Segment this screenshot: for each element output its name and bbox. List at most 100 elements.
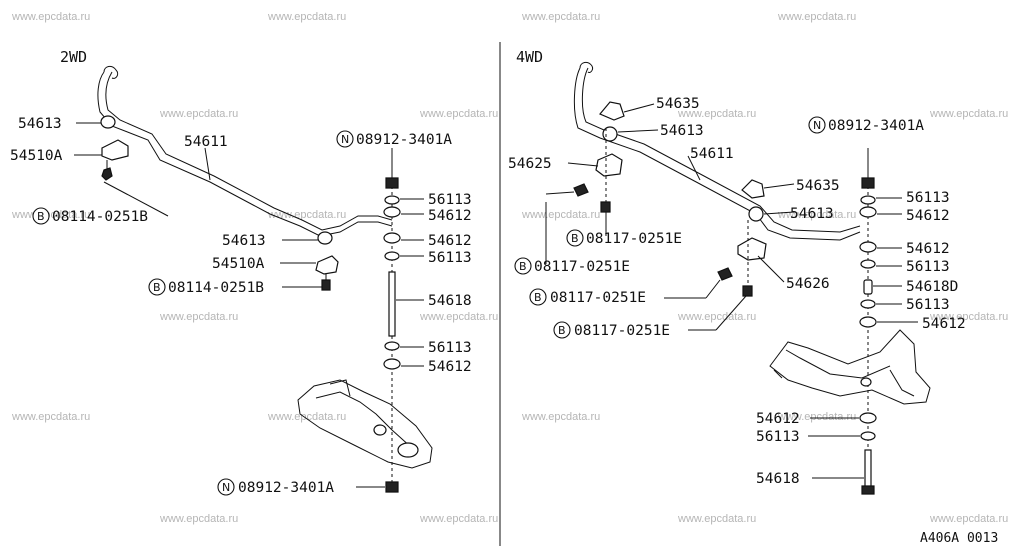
prefix-b: B <box>519 260 527 273</box>
nut-08912-bottom <box>385 481 399 493</box>
label-08117-0251E: 08117-0251E <box>534 259 630 275</box>
label-54612: 54612 <box>906 208 950 224</box>
watermark: www.epcdata.ru <box>11 411 90 423</box>
watermark: www.epcdata.ru <box>777 11 856 23</box>
label-54612: 54612 <box>756 411 800 427</box>
label-54613: 54613 <box>222 233 266 249</box>
washer-54612-b <box>383 232 401 244</box>
watermark: www.epcdata.ru <box>521 11 600 23</box>
washer-54612-d <box>859 412 877 424</box>
clamp-54635-a <box>599 101 625 121</box>
prefix-n: N <box>222 481 230 494</box>
watermark: www.epcdata.ru <box>521 209 600 221</box>
watermark: www.epcdata.ru <box>419 513 498 525</box>
label-08114-0251B: 08114-0251B <box>168 280 264 296</box>
bracket-54510A-a <box>101 139 129 161</box>
bolt-08117-d <box>742 285 753 297</box>
label-54611: 54611 <box>690 146 734 162</box>
label-54612: 54612 <box>428 233 472 249</box>
label-56113: 56113 <box>428 192 472 208</box>
label-54626: 54626 <box>786 276 830 292</box>
crossmember <box>769 329 931 405</box>
watermark-layer: www.epcdata.ru www.epcdata.ru www.epcdat… <box>11 11 1008 525</box>
spacer-54618D <box>863 279 873 295</box>
label-54613: 54613 <box>18 116 62 132</box>
label-54618D: 54618D <box>906 279 958 295</box>
washer-54612-c <box>859 316 877 328</box>
section-title-4wd: 4WD <box>516 48 543 66</box>
bolt-08117-a <box>573 183 589 197</box>
bushing-56113-c <box>860 299 876 309</box>
label-56113: 56113 <box>906 297 950 313</box>
label-08117-0251E: 08117-0251E <box>574 323 670 339</box>
prefix-n: N <box>341 133 349 146</box>
label-08117-0251E: 08117-0251E <box>550 290 646 306</box>
bushing-56113-a <box>860 195 876 205</box>
watermark: www.epcdata.ru <box>419 311 498 323</box>
label-54635: 54635 <box>656 96 700 112</box>
label-56113: 56113 <box>756 429 800 445</box>
watermark: www.epcdata.ru <box>11 209 90 221</box>
washer-54612-c <box>383 358 401 370</box>
label-08912-3401A: 08912-3401A <box>828 118 924 134</box>
watermark: www.epcdata.ru <box>677 108 756 120</box>
watermark: www.epcdata.ru <box>267 209 346 221</box>
bracket-54625 <box>595 153 623 177</box>
watermark: www.epcdata.ru <box>929 311 1008 323</box>
label-56113: 56113 <box>906 259 950 275</box>
label-54612: 54612 <box>428 208 472 224</box>
watermark: www.epcdata.ru <box>521 411 600 423</box>
label-54510A: 54510A <box>212 256 265 272</box>
reference-code: A406A 0013 <box>920 531 998 546</box>
labels-4wd: 54635 54613 54625 54611 54635 54613 B 08… <box>508 96 966 487</box>
label-08912-3401A: 08912-3401A <box>356 132 452 148</box>
label-54510A: 54510A <box>10 148 63 164</box>
prefix-b: B <box>558 324 566 337</box>
label-56113: 56113 <box>428 340 472 356</box>
bushing-54613-a <box>100 115 116 129</box>
watermark: www.epcdata.ru <box>929 108 1008 120</box>
label-54613: 54613 <box>790 206 834 222</box>
watermark: www.epcdata.ru <box>267 11 346 23</box>
prefix-b: B <box>37 210 45 223</box>
bracket-54626 <box>737 237 767 261</box>
prefix-n: N <box>813 119 821 132</box>
lower-control-arm <box>297 379 433 469</box>
label-56113: 56113 <box>428 250 472 266</box>
bolt-08114-a <box>101 167 113 181</box>
label-54625: 54625 <box>508 156 552 172</box>
label-54612: 54612 <box>922 316 966 332</box>
watermark: www.epcdata.ru <box>677 311 756 323</box>
bushing-54613-b <box>748 206 764 222</box>
labels-2wd: 54613 54510A B 08114-0251B 54611 54613 5… <box>10 116 472 496</box>
watermark: www.epcdata.ru <box>419 108 498 120</box>
bushing-56113-a <box>384 195 400 205</box>
watermark: www.epcdata.ru <box>159 311 238 323</box>
nut-08912 <box>861 177 875 189</box>
prefix-b: B <box>571 232 579 245</box>
label-08117-0251E: 08117-0251E <box>586 231 682 247</box>
drawing-4wd <box>545 61 931 495</box>
bushing-56113-b <box>384 251 400 261</box>
label-08912-3401A: 08912-3401A <box>238 480 334 496</box>
watermark: www.epcdata.ru <box>929 513 1008 525</box>
nut-08912-top <box>385 177 399 189</box>
clamp-54635-b <box>741 179 765 199</box>
watermark: www.epcdata.ru <box>159 108 238 120</box>
label-54612: 54612 <box>428 359 472 375</box>
watermark: www.epcdata.ru <box>777 411 856 423</box>
bolt-54618 <box>864 449 872 489</box>
label-54618: 54618 <box>428 293 472 309</box>
label-54613: 54613 <box>660 123 704 139</box>
washer-54612-b <box>859 241 877 253</box>
watermark: www.epcdata.ru <box>159 513 238 525</box>
drawing-2wd <box>74 65 433 493</box>
bushing-54613-b <box>317 231 333 245</box>
watermark: www.epcdata.ru <box>267 411 346 423</box>
label-54612: 54612 <box>906 241 950 257</box>
washer-54612-a <box>383 206 401 218</box>
bolt-08117-b <box>600 201 611 213</box>
label-54618: 54618 <box>756 471 800 487</box>
